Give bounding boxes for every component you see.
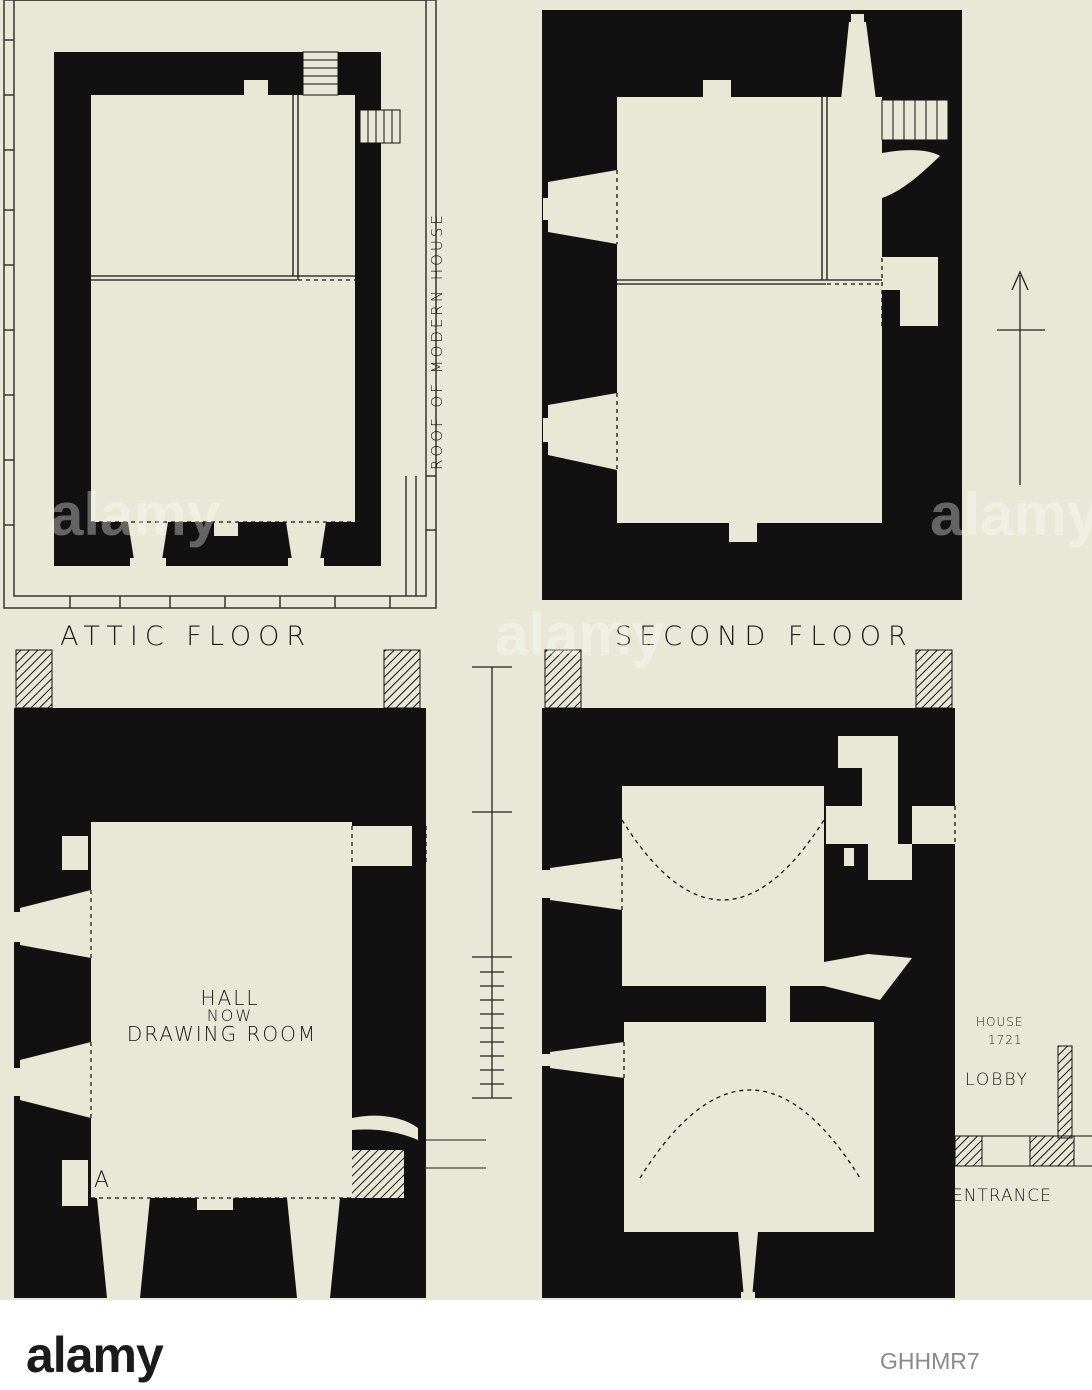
watermark-ghost-2: alamy bbox=[495, 601, 666, 668]
entrance-lobby-walls bbox=[954, 1045, 1092, 1167]
drawing-room-label: DRAWING ROOM bbox=[126, 1022, 318, 1046]
now-label: NOW bbox=[206, 1006, 254, 1025]
scale-bar bbox=[472, 666, 512, 1099]
hall-floor-plan bbox=[14, 649, 486, 1298]
house-label: HOUSE bbox=[976, 1015, 1024, 1029]
hall-label: HALL bbox=[200, 986, 260, 1010]
floor-plans-drawing bbox=[3, 0, 1092, 1298]
second-floor-plan bbox=[542, 10, 962, 600]
attic-floor-plan bbox=[3, 0, 437, 609]
hall-walls bbox=[14, 708, 426, 1298]
plan-plate: ATTIC FLOOR SECOND FLOOR ROOF OF MODERN … bbox=[0, 0, 1092, 1300]
entrance-label: ENTRANCE bbox=[952, 1186, 1052, 1206]
watermark-bar bbox=[0, 1300, 1092, 1390]
alamy-logo: alamy bbox=[26, 1327, 164, 1383]
lobby-label: LOBBY bbox=[965, 1070, 1029, 1090]
ground-floor-plan bbox=[542, 649, 956, 1298]
attic-floor-label: ATTIC FLOOR bbox=[60, 621, 313, 652]
attic-walls bbox=[54, 52, 381, 566]
north-arrow bbox=[997, 270, 1045, 485]
watermark-ghost-1: alamy bbox=[50, 481, 221, 548]
attic-roof-outline bbox=[3, 0, 437, 609]
second-floor-label: SECOND FLOOR bbox=[615, 621, 914, 652]
image-code: GHHMR7 bbox=[880, 1348, 980, 1374]
second-walls bbox=[542, 10, 962, 600]
marker-a: A bbox=[94, 1168, 110, 1193]
roof-of-modern-house-label: ROOF OF MODERN HOUSE bbox=[428, 212, 446, 470]
house-date-label: 1721 bbox=[988, 1033, 1023, 1047]
watermark-ghost-3: alamy bbox=[930, 481, 1092, 548]
